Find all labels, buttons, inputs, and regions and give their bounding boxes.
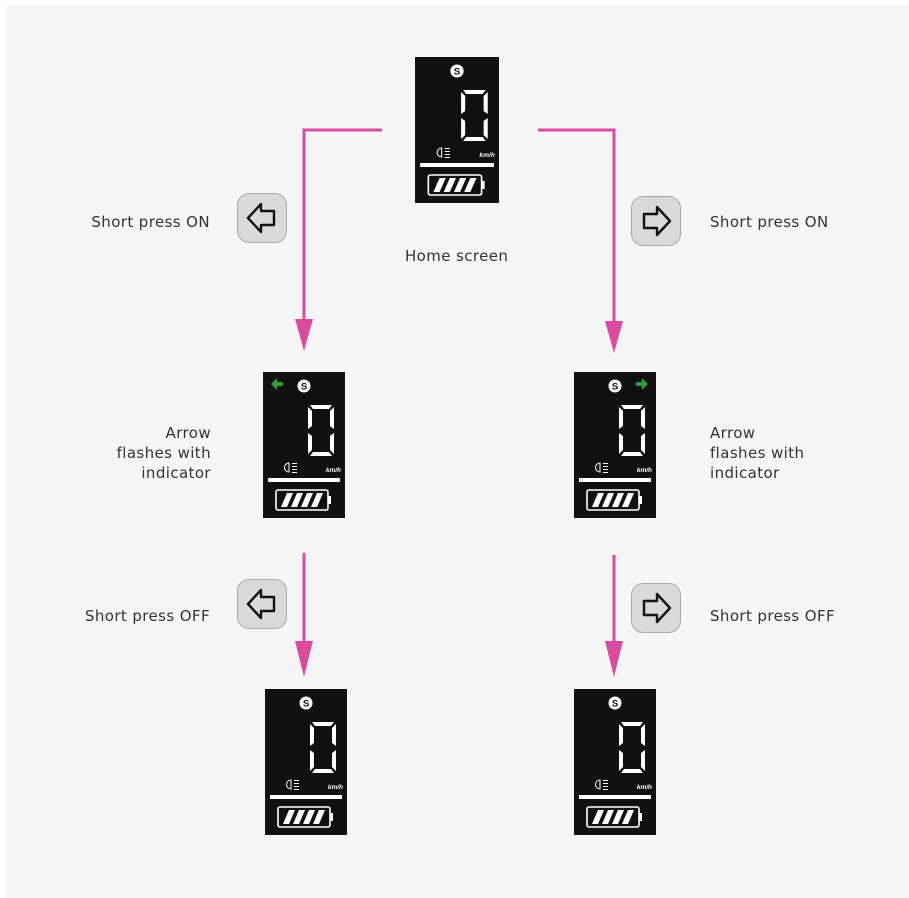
indicator-left-arrow-icon [271, 378, 283, 390]
left-arrow-button-on[interactable] [237, 193, 287, 243]
right-arrow-button-icon [642, 592, 672, 624]
separator-bar [579, 478, 651, 482]
separator-bar [579, 795, 651, 799]
battery-icon [275, 489, 331, 511]
speed-unit: km/h [328, 784, 343, 791]
label-short-press-on-right: Short press ON [710, 213, 829, 231]
flow-arrowhead-right-off [605, 641, 623, 677]
label-arrow-flashes-left: Arrow flashes with indicator [116, 424, 211, 482]
separator-bar [268, 478, 340, 482]
label-short-press-off-left: Short press OFF [84, 607, 210, 625]
speed-digit [310, 722, 336, 773]
speed-unit: km/h [326, 467, 341, 474]
flow-arrows [295, 128, 623, 677]
mode-glyph: S [454, 67, 461, 78]
mode-glyph: S [303, 699, 309, 710]
mode-s-icon: S [297, 379, 311, 393]
left-arrow-button-icon [246, 588, 276, 620]
battery-icon [277, 806, 333, 828]
label-home-screen: Home screen [405, 247, 509, 265]
headlight-icon [595, 779, 608, 790]
battery-icon [427, 174, 485, 196]
battery-icon [586, 489, 642, 511]
indicator-right-arrow-icon [636, 378, 648, 390]
left-arrow-button-icon [246, 202, 276, 234]
mode-glyph: S [301, 382, 307, 393]
mode-s-icon: S [450, 64, 464, 78]
right-arrow-button-icon [642, 205, 672, 237]
speed-unit: km/h [637, 467, 652, 474]
label-short-press-on-left: Short press ON [91, 213, 210, 231]
speed-unit: km/h [479, 152, 495, 159]
flow-arrow-home-to-right [538, 128, 616, 323]
headlight-icon [436, 147, 450, 158]
headlight-icon [595, 462, 608, 473]
speed-digit [619, 405, 645, 456]
mode-s-icon: S [608, 379, 622, 393]
mode-glyph: S [612, 699, 618, 710]
separator-bar [420, 163, 494, 167]
battery-icon [586, 806, 642, 828]
left-arrow-button-off[interactable] [237, 579, 287, 629]
flow-arrow-home-to-left [302, 128, 382, 323]
headlight-icon [286, 779, 299, 790]
separator-bar [270, 795, 342, 799]
speed-unit: km/h [637, 784, 652, 791]
flow-arrowhead-right-on [605, 321, 623, 353]
flow-arrowhead-left-off [295, 641, 313, 677]
label-short-press-off-right: Short press OFF [710, 607, 836, 625]
label-arrow-flashes-right: Arrow flashes with indicator [710, 424, 805, 482]
speed-digit [461, 90, 488, 141]
speed-digit [619, 722, 645, 773]
right-arrow-button-off[interactable] [631, 583, 681, 633]
right-arrow-button-on[interactable] [631, 196, 681, 246]
mode-glyph: S [612, 382, 618, 393]
flow-arrowhead-left-on [295, 319, 313, 351]
mode-s-icon: S [608, 696, 622, 710]
mode-s-icon: S [299, 696, 313, 710]
headlight-icon [284, 462, 297, 473]
speed-digit [308, 405, 334, 456]
